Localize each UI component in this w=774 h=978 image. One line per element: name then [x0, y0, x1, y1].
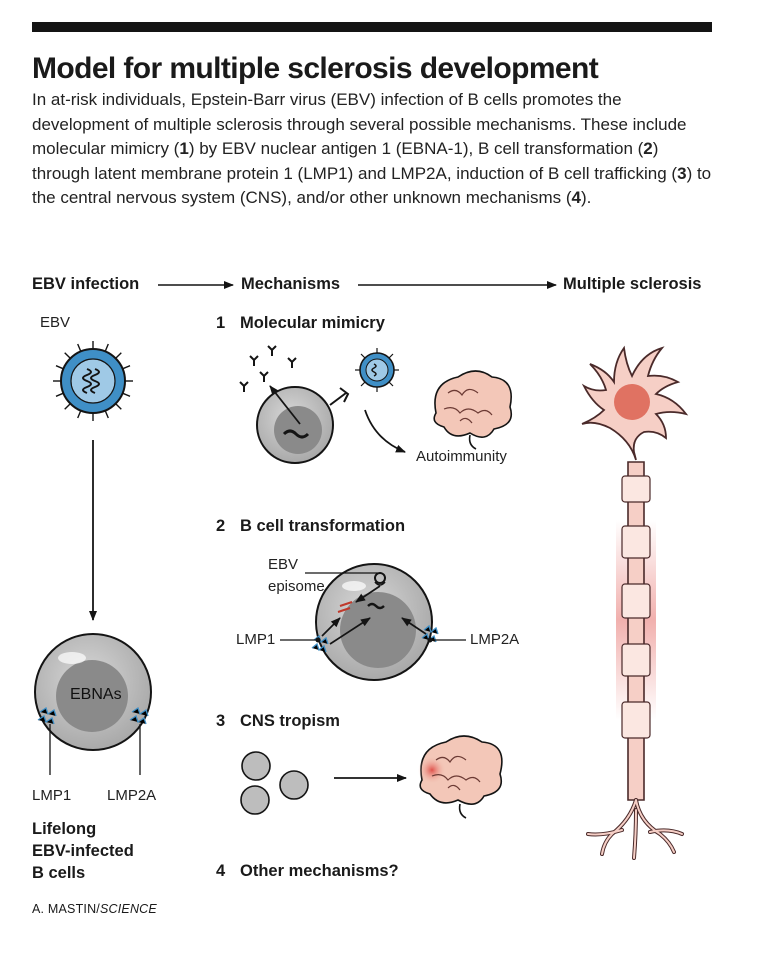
header-mechanisms: Mechanisms [241, 275, 341, 293]
ebv-virus-icon [53, 341, 133, 421]
ebv-label: EBV [40, 314, 71, 331]
header-multiple-sclerosis: Multiple sclerosis [563, 275, 702, 293]
ebnas-label: EBNAs [70, 686, 122, 703]
autoimmunity-label: Autoimmunity [416, 448, 507, 465]
mech2-lmp2a-label: LMP2A [470, 631, 520, 648]
lmp2a-label: LMP2A [107, 787, 157, 804]
brain-icon [433, 370, 513, 450]
ebv-episome-label-line1: EBV [268, 556, 299, 573]
lmp1-label: LMP1 [32, 787, 72, 804]
top-rule [32, 22, 712, 32]
antibodies-icon [239, 345, 297, 392]
figure-title: Model for multiple sclerosis development [32, 52, 599, 85]
migrating-b-cells [240, 751, 309, 815]
brain-lesion-icon [418, 735, 503, 819]
infected-b-cell [34, 633, 152, 775]
mech1-b-cell [256, 385, 350, 464]
mech2-b-cell [280, 563, 466, 681]
figure-credit: A. MASTIN/SCIENCE [32, 902, 157, 916]
mech1-virus-icon [355, 348, 399, 392]
neuron-icon [581, 345, 689, 860]
autoimmunity-arrow [364, 409, 406, 453]
ebv-episome-label-line2: episome [268, 578, 325, 595]
result-label: Lifelong EBV-infected B cells [32, 820, 134, 882]
header-ebv-infection: EBV infection [32, 275, 140, 293]
figure-description: In at-risk individuals, Epstein-Barr vir… [32, 90, 712, 207]
mech2-lmp1-label: LMP1 [236, 631, 276, 648]
